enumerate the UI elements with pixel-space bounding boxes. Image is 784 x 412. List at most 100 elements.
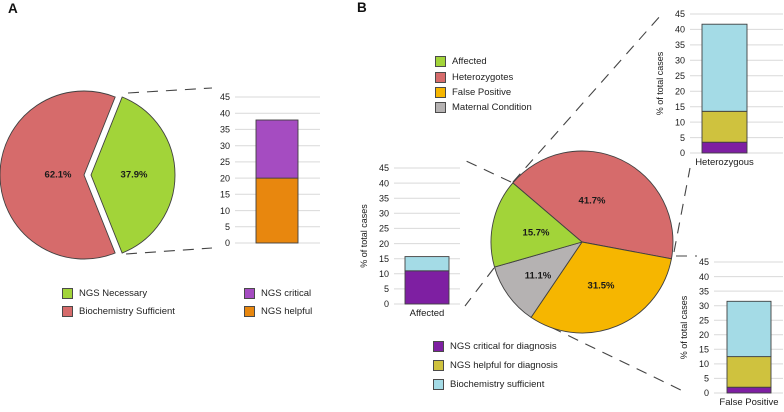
legend-item-ngs-critical: NGS critical [244,284,312,302]
legend-item-heterozygotes: Heterozygotes [435,69,532,84]
pie-percent-label-biochemistry-sufficient: 62.1% [45,169,72,180]
y-tick-10: 10 [699,359,709,369]
panel-a-label: A [8,1,18,16]
y-tick-15: 15 [379,254,389,264]
pie-percent-label-false-positive: 31.5% [588,280,615,291]
y-tick-45: 45 [379,163,389,173]
y-tick-0: 0 [384,299,389,309]
y-tick-45: 45 [699,257,709,267]
bar-segment-ngs-critical-for-diagnosis [404,270,450,305]
connector-b-red-to-heterozygous-bottom [673,167,691,253]
legend-item-ngs-critical-for-diagnosis: NGS critical for diagnosis [433,337,558,356]
pie-percent-label-heterozygotes: 41.7% [579,195,606,206]
legend-label: NGS Necessary [79,287,148,299]
legend-swatch-ngs-helpful-for-diagnosis [433,360,444,371]
panel-b-label: B [357,0,367,15]
y-tick-15: 15 [220,190,230,200]
legend-label: Affected [452,56,487,68]
bar-segment-ngs-critical [255,119,299,179]
y-axis-title: % of total cases [359,204,369,268]
bar-segment-ngs-helpful-for-diagnosis [701,110,748,143]
y-tick-35: 35 [675,40,685,50]
y-tick-40: 40 [699,272,709,282]
y-tick-30: 30 [699,301,709,311]
connector-b-yellow-to-falsepositive-bottom [533,318,688,394]
pie-percent-label-affected: 15.7% [523,227,550,238]
y-tick-15: 15 [699,345,709,355]
pie-slice-false-positive [530,241,672,334]
y-tick-5: 5 [680,133,685,143]
pie-b: 41.7% 31.5% 11.1% 15.7% [490,150,674,334]
y-tick-20: 20 [699,330,709,340]
y-tick-0: 0 [225,238,230,248]
y-tick-25: 25 [379,224,389,234]
x-axis-label: Affected [410,308,445,319]
legend-label: Maternal Condition [452,102,532,114]
pie-percent-label-maternal-condition: 11.1% [525,270,552,281]
legend-item-affected: Affected [435,54,532,69]
pie-slice-ngs-necessary [90,96,176,254]
x-axis-label: Heterozygous [695,157,754,168]
connector-b-green-to-affected-top [463,159,512,183]
legend-item-false-positive: False Positive [435,85,532,100]
y-tick-45: 45 [675,9,685,19]
legend-item-biochemistry-sufficient: Biochemistry Sufficient [62,302,175,320]
y-tick-10: 10 [379,269,389,279]
y-tick-10: 10 [675,117,685,127]
legend-swatch-false-positive [435,86,446,98]
bar-segment-biochemistry-sufficient [701,23,748,112]
legend-swatch-ngs-necessary [62,287,73,299]
bar-segment-biochemistry-sufficient [726,300,772,358]
legend-item-maternal-condition: Maternal Condition [435,100,532,115]
y-tick-40: 40 [379,178,389,188]
y-tick-15: 15 [675,102,685,112]
y-tick-30: 30 [675,56,685,66]
pie-slice-biochemistry-sufficient [0,90,116,260]
legend-swatch-heterozygotes [435,71,446,83]
legend-label: NGS critical for diagnosis [450,341,557,352]
y-tick-20: 20 [675,86,685,96]
legend-swatch-biochemistry-sufficient [433,379,444,390]
y-tick-10: 10 [220,206,230,216]
y-tick-25: 25 [699,315,709,325]
y-tick-0: 0 [680,148,685,158]
y-tick-35: 35 [379,193,389,203]
legend-item-ngs-helpful: NGS helpful [244,302,312,320]
pie-slice-affected [490,182,583,268]
connector-lines [125,14,697,394]
y-tick-20: 20 [379,239,389,249]
y-axis-title: % of total cases [679,295,689,359]
y-tick-0: 0 [704,388,709,398]
bar-segment-biochemistry-sufficient [404,256,450,272]
y-tick-40: 40 [220,108,230,118]
legend-swatch-biochemistry-sufficient [62,305,73,317]
y-tick-40: 40 [675,25,685,35]
y-tick-5: 5 [384,284,389,294]
legend-item-ngs-necessary: NGS Necessary [62,284,175,302]
y-tick-20: 20 [220,173,230,183]
legend-swatch-ngs-critical [244,287,255,299]
y-axis-title: % of total cases [655,51,665,115]
legend-swatch-ngs-critical-for-diagnosis [433,341,444,352]
y-tick-30: 30 [379,209,389,219]
legend-swatch-ngs-helpful [244,305,255,317]
pie-slice-heterozygotes [512,150,674,260]
legend-item-ngs-helpful-for-diagnosis: NGS helpful for diagnosis [433,356,558,375]
legend-label: Biochemistry sufficient [450,379,545,390]
legend-swatch-maternal-condition [435,102,446,114]
x-axis-label: False Positive [719,397,778,408]
bar-segment-ngs-critical-for-diagnosis [726,386,772,394]
connector-a-slice-to-bar-top [127,87,213,94]
connector-a-slice-to-bar-bottom [125,247,213,255]
y-tick-30: 30 [220,141,230,151]
legend-item-biochemistry-sufficient: Biochemistry sufficient [433,375,558,394]
